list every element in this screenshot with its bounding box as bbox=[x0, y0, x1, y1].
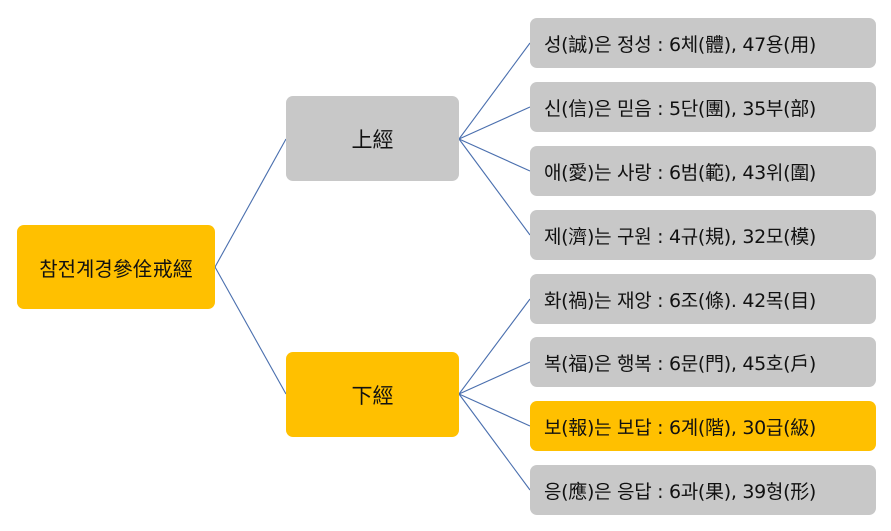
leaf-node-label: 복(福)은 행복 : 6문(門), 45호(戶) bbox=[544, 352, 817, 375]
connector-upper-item-3 bbox=[458, 138, 531, 172]
leaf-node-label: 제(濟)는 구원 : 4규(規), 32모(模) bbox=[544, 225, 817, 248]
leaf-node-label: 애(愛)는 사랑 : 6범(範), 43위(圍) bbox=[544, 161, 817, 184]
connector-root-upper bbox=[214, 138, 287, 268]
root-node-label: 참전계경參佺戒經 bbox=[39, 256, 193, 281]
leaf-node-salvation: 제(濟)는 구원 : 4규(規), 32모(模) bbox=[530, 210, 876, 260]
branch-node-upper: 上經 bbox=[286, 96, 459, 181]
leaf-node-faith: 신(信)은 믿음 : 5단(團), 35부(部) bbox=[530, 82, 876, 132]
leaf-node-label: 화(禍)는 재앙 : 6조(條). 42목(目) bbox=[544, 289, 817, 312]
leaf-node-label: 보(報)는 보답 : 6계(階), 30급(級) bbox=[544, 416, 817, 439]
leaf-node-sincerity: 성(誠)은 정성 : 6체(體), 47용(用) bbox=[530, 18, 876, 68]
connector-lower-item-1 bbox=[458, 298, 531, 395]
leaf-node-label: 신(信)은 믿음 : 5단(團), 35부(部) bbox=[544, 97, 817, 120]
leaf-node-happiness: 복(福)은 행복 : 6문(門), 45호(戶) bbox=[530, 337, 876, 387]
connector-lower-item-2 bbox=[458, 361, 531, 395]
connector-upper-item-2 bbox=[458, 106, 531, 140]
branch-node-lower: 下經 bbox=[286, 352, 459, 437]
leaf-node-label: 응(應)은 응답 : 6과(果), 39형(形) bbox=[544, 480, 817, 503]
connector-lower-item-3 bbox=[458, 393, 531, 427]
connector-lower-item-4 bbox=[458, 393, 531, 491]
connector-root-lower bbox=[214, 266, 287, 395]
leaf-node-calamity: 화(禍)는 재앙 : 6조(條). 42목(目) bbox=[530, 274, 876, 324]
branch-node-upper-label: 上經 bbox=[351, 127, 394, 152]
leaf-node-love: 애(愛)는 사랑 : 6범(範), 43위(圍) bbox=[530, 146, 876, 196]
leaf-node-label: 성(誠)은 정성 : 6체(體), 47용(用) bbox=[544, 33, 817, 56]
connector-upper-item-1 bbox=[458, 42, 531, 140]
branch-node-lower-label: 下經 bbox=[351, 383, 394, 408]
root-node: 참전계경參佺戒經 bbox=[17, 225, 215, 309]
leaf-node-reward: 보(報)는 보답 : 6계(階), 30급(級) bbox=[530, 401, 876, 451]
connector-upper-item-4 bbox=[458, 138, 531, 236]
leaf-node-response: 응(應)은 응답 : 6과(果), 39형(形) bbox=[530, 465, 876, 515]
